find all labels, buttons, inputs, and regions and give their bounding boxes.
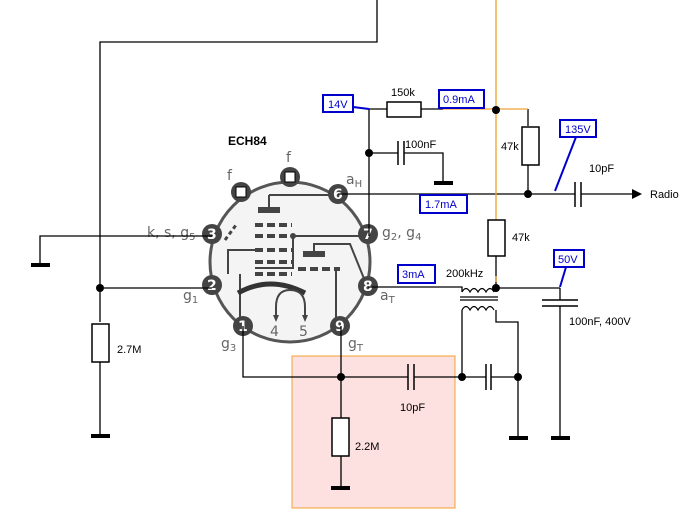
resistor-150k [386, 101, 422, 118]
label-100nF-400V: 100nF, 400V [569, 316, 631, 328]
g1-label: g1 [183, 288, 198, 306]
pin-5-label: 5 [299, 324, 308, 340]
tube-pins: 1 2 3 6 7 8 9 4 5 [202, 167, 378, 340]
grounds [31, 181, 570, 490]
f-label-1: f [227, 168, 233, 184]
ground-icon [434, 181, 453, 185]
label-47k-mid: 47k [512, 232, 530, 244]
aT-label: aT [380, 288, 396, 306]
transformer-200khz [460, 282, 498, 312]
ground-icon [551, 436, 570, 440]
measure-3ma: 3mA [402, 269, 425, 281]
aH-label: aH [346, 172, 362, 190]
label-10pF-grid: 10pF [400, 402, 425, 414]
pin-3: 3 [207, 227, 217, 243]
resistors [91, 101, 540, 457]
measurements: 14V 0.9mA 135V 1.7mA 3mA 50V [322, 89, 597, 288]
wires [39, 0, 632, 487]
label-2-2M: 2.2M [355, 441, 379, 453]
k-s-g5-label: k, s, g5 [147, 225, 195, 243]
f-label-2: f [286, 150, 292, 166]
component-labels: 150k 47k 47k 2.7M 2.2M 100nF 10pF 10pF 1… [117, 87, 631, 453]
gT-label: gT [348, 336, 364, 354]
label-2-7M: 2.7M [117, 344, 141, 356]
label-150k: 150k [391, 87, 415, 99]
measure-135v: 135V [565, 124, 591, 136]
ground-icon [31, 263, 50, 267]
tube-name: ECH84 [228, 134, 267, 148]
measure-0-9ma: 0.9mA [443, 94, 475, 106]
pin-9: 9 [335, 319, 345, 335]
ground-icon [91, 434, 110, 438]
pin-6: 6 [333, 187, 343, 203]
pin-7: 7 [363, 227, 373, 243]
label-47k-top: 47k [501, 141, 519, 153]
ground-icon [509, 436, 528, 440]
g3-label: g3 [221, 336, 236, 354]
label-100nF: 100nF [405, 139, 436, 151]
highlight-region [291, 355, 456, 509]
tube-symbol [208, 180, 372, 344]
output-label: Radio [650, 189, 679, 201]
resistor-2-7M [91, 323, 110, 363]
label-10pF-out: 10pF [589, 163, 614, 175]
g2-g4-label: g2, g4 [382, 225, 421, 243]
label-200khz: 200kHz [446, 268, 483, 280]
capacitors [397, 141, 582, 390]
measure-50v: 50V [558, 254, 578, 266]
resistor-2-2M [331, 417, 350, 457]
resistor-47k-mid [487, 219, 506, 257]
ground-icon [331, 486, 350, 490]
pin-labels: f f aH k, s, g5 g1 g3 g2, g4 aT gT ECH84 [147, 134, 421, 354]
measure-1-7ma: 1.7mA [425, 199, 457, 211]
pin-2: 2 [207, 278, 217, 294]
pin-8: 8 [363, 279, 373, 295]
pin-4-label: 4 [270, 324, 279, 340]
measure-14v: 14V [328, 99, 348, 111]
resistor-47k-top [521, 126, 540, 166]
output-arrow-icon [632, 189, 642, 199]
